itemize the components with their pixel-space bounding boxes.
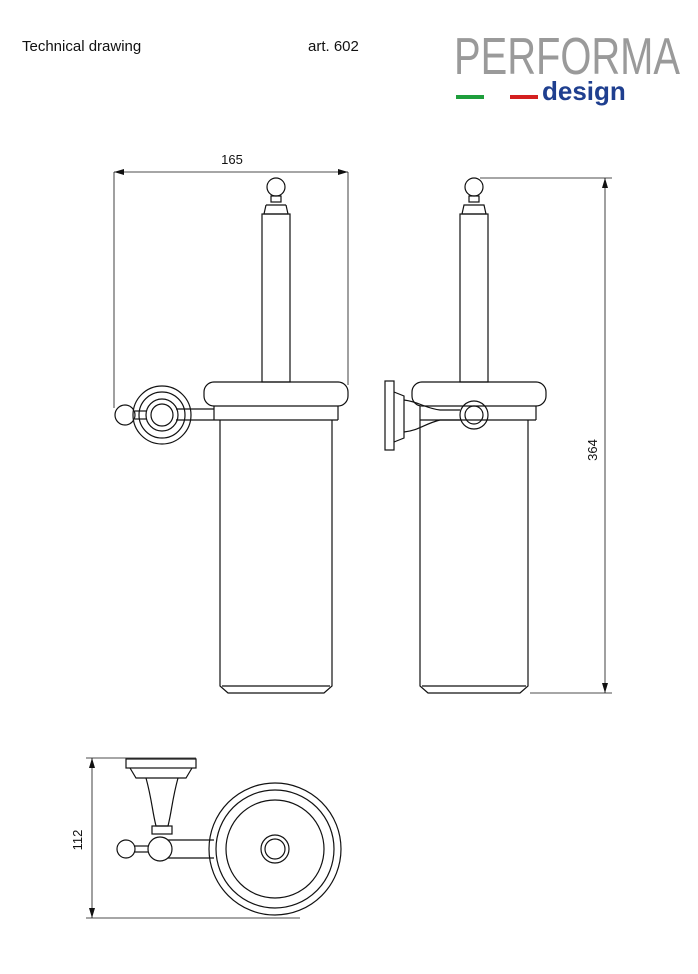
height-dimension-label: 364 [585, 439, 600, 461]
width-dimension-label: 165 [221, 152, 243, 167]
side-view: 364 [384, 177, 612, 694]
logo-word-performa: PERFORMA [454, 28, 680, 86]
performa-design-logo: PERFORMA design [454, 28, 680, 106]
article-number: art. 602 [308, 38, 359, 55]
front-view: 165 [113, 152, 349, 694]
depth-dimension-label: 112 [70, 830, 85, 851]
page-title: Technical drawing [22, 38, 142, 55]
top-view: 112 [70, 757, 342, 919]
logo-word-design: design [542, 76, 626, 106]
